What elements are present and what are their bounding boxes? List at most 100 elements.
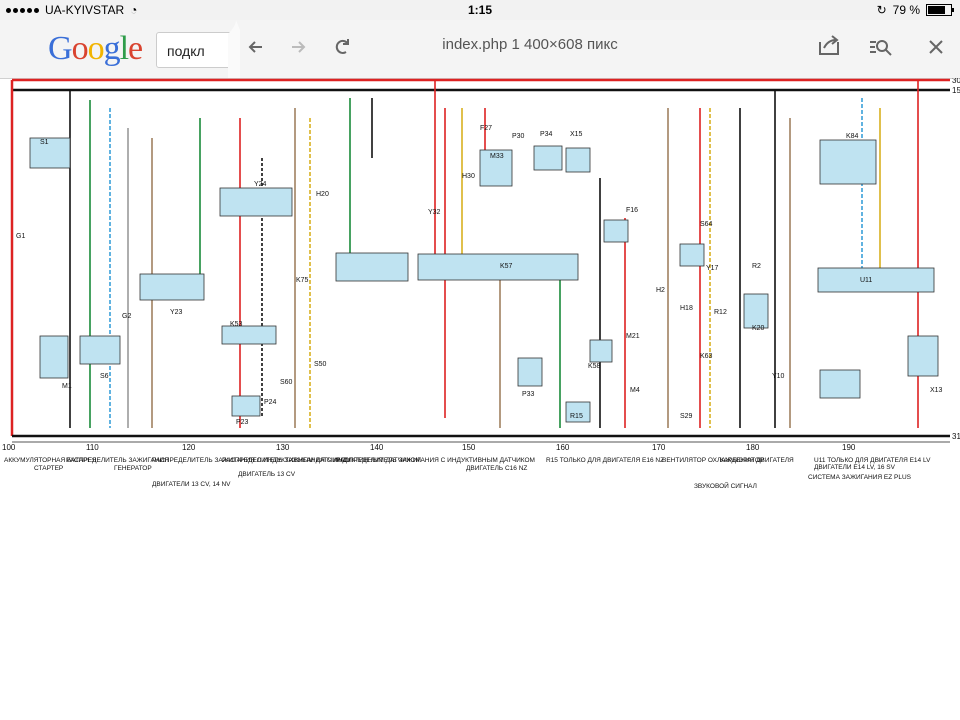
ruler-tick: 150 <box>462 443 476 452</box>
component-label: S60 <box>280 379 293 386</box>
rail-label: 30 <box>952 78 960 85</box>
component-label: R12 <box>714 309 727 316</box>
component-label: K53 <box>230 321 243 328</box>
section-caption: СТАРТЕР <box>34 465 63 472</box>
logo-letter: e <box>128 30 143 67</box>
ruler-tick: 110 <box>86 443 99 452</box>
section-caption: U11 ТОЛЬКО ДЛЯ ДВИГАТЕЛЯ Е14 LV <box>814 457 931 464</box>
toolbar-icons <box>228 20 943 78</box>
section-caption: РАСПРЕДЕЛИТЕЛЬ ЗАЖИГАНИЯ С ИНДУКТИВНЫМ Д… <box>222 457 421 464</box>
section-caption: ДВИГАТЕЛИ 13 CV, 14 NV <box>152 481 231 488</box>
clock: 1:15 <box>467 3 493 17</box>
component-label: H30 <box>462 173 475 180</box>
reload-icon[interactable] <box>335 39 349 54</box>
ruler-tick: 160 <box>556 443 570 452</box>
browser-toolbar: Google подкл index.php 1 400×608 пикс <box>0 20 960 79</box>
section-caption: СИСТЕМА ЗАЖИГАНИЯ EZ PLUS <box>808 474 912 481</box>
wifi-icon: ◔ <box>130 3 138 17</box>
section-caption: ВЕНТИЛЯТОР ОХЛАЖДЕНИЯ ДВИГАТЕЛЯ <box>662 457 794 464</box>
ruler-tick: 100 <box>2 443 16 452</box>
component-label: G1 <box>16 233 25 240</box>
component-label: S50 <box>314 361 327 368</box>
section-caption: РАСПРЕДЕЛИТЕЛЬ ЗАЖИГАНИЯ С ИНДУКТИВНЫМ Д… <box>336 457 535 464</box>
component-label: X13 <box>930 387 943 394</box>
component-label: P34 <box>540 131 553 138</box>
component-label: Y23 <box>170 309 183 316</box>
component-label: F16 <box>626 207 638 214</box>
section-caption: R15 ТОЛЬКО ДЛЯ ДВИГАТЕЛЯ Е16 NZ <box>546 457 664 464</box>
carrier-info: UA-KYIVSTAR ◔ <box>6 3 137 17</box>
rail-label: 15 <box>952 86 960 95</box>
section-caption: ГЕНЕРАТОР <box>114 465 152 472</box>
component-label: S29 <box>680 413 693 420</box>
search-query-tab[interactable]: подкл <box>156 32 236 68</box>
signal-icon <box>6 7 39 13</box>
section-caption: ДВИГАТЕЛИ Е14 LV, 16 SV <box>814 464 896 471</box>
forward-icon[interactable] <box>292 41 306 53</box>
section-caption: АККУМУЛЯТОРНАЯ БАТАРЕЯ <box>4 457 97 464</box>
component-label: K84 <box>846 133 859 140</box>
section-caption: РАСПРЕДЕЛИТЕЛЬ ЗАЖИГАНИЯ С ИНДУКТИВНЫМ Д… <box>152 457 351 464</box>
logo-letter: l <box>119 30 130 67</box>
logo-letter: o <box>71 30 89 67</box>
section-caption: ДВИГАТЕЛЬ С16 NZ <box>466 465 527 472</box>
back-icon[interactable] <box>248 41 262 53</box>
google-logo[interactable]: Google <box>48 30 143 68</box>
component-label: Y17 <box>706 265 719 272</box>
ruler-tick: 120 <box>182 443 196 452</box>
component-label: K63 <box>700 353 713 360</box>
tab-shadow <box>228 20 240 78</box>
battery-icon <box>926 4 954 16</box>
component-label: G2 <box>122 313 131 320</box>
component-label: S1 <box>40 139 49 146</box>
ruler-tick: 190 <box>842 443 856 452</box>
component-label: S64 <box>700 221 713 228</box>
carrier-name: UA-KYIVSTAR <box>45 3 125 17</box>
component-label: H20 <box>316 191 329 198</box>
section-caption: РАСПРЕДЕЛИТЕЛЬ ЗАЖИГАНИЯ <box>66 457 169 464</box>
component-label: H2 <box>656 287 665 294</box>
search-icon[interactable] <box>870 40 892 56</box>
component-label: P24 <box>264 399 277 406</box>
component-label: P30 <box>512 133 525 140</box>
logo-letter: o <box>87 30 105 67</box>
ruler-tick: 180 <box>746 443 760 452</box>
component-label: S6 <box>100 373 109 380</box>
component-label: P33 <box>522 391 535 398</box>
status-bar: UA-KYIVSTAR ◔ 1:15 ↻ 79 % <box>0 0 960 20</box>
section-caption: ЗВУКОВОЙ СИГНАЛ <box>694 481 757 490</box>
component-label: K20 <box>752 325 765 332</box>
component-label: U11 <box>860 277 872 284</box>
ruler-tick: 170 <box>652 443 666 452</box>
component-label: R15 <box>570 413 583 420</box>
share-icon[interactable] <box>819 35 839 55</box>
ruler-tick: 140 <box>370 443 384 452</box>
close-icon[interactable] <box>929 40 943 54</box>
component-label: Y10 <box>772 373 785 380</box>
component-label: R2 <box>752 263 761 270</box>
logo-letter: G <box>48 30 73 67</box>
component-label: M33 <box>490 153 504 160</box>
battery-percent: 79 % <box>892 3 920 17</box>
rail-label: 31 <box>952 432 960 441</box>
section-caption: ДВИГАТЕЛЬ 13 CV <box>238 471 296 478</box>
component-label: X15 <box>570 131 583 138</box>
ruler-tick: 130 <box>276 443 290 452</box>
component-label: F27 <box>480 125 492 132</box>
orientation-lock-icon: ↻ <box>876 3 887 17</box>
page-title: index.php 1 400×608 пикс <box>442 36 618 53</box>
component-label: K57 <box>500 263 513 270</box>
component-label: Y24 <box>254 181 267 188</box>
component-label: K75 <box>296 277 309 284</box>
component-label: P23 <box>236 419 249 426</box>
logo-letter: g <box>103 30 121 67</box>
section-caption: КАРБЮРАТОР <box>720 457 764 464</box>
component-label: Y32 <box>428 209 441 216</box>
component-label: M1 <box>62 383 72 390</box>
battery-info: ↻ 79 % <box>876 3 954 17</box>
component-label: H18 <box>680 305 693 312</box>
component-label: M21 <box>626 333 640 340</box>
wiring-diagram: 30 15 31 <box>2 78 960 490</box>
component-label: K58 <box>588 363 601 370</box>
component-label: M4 <box>630 387 640 394</box>
